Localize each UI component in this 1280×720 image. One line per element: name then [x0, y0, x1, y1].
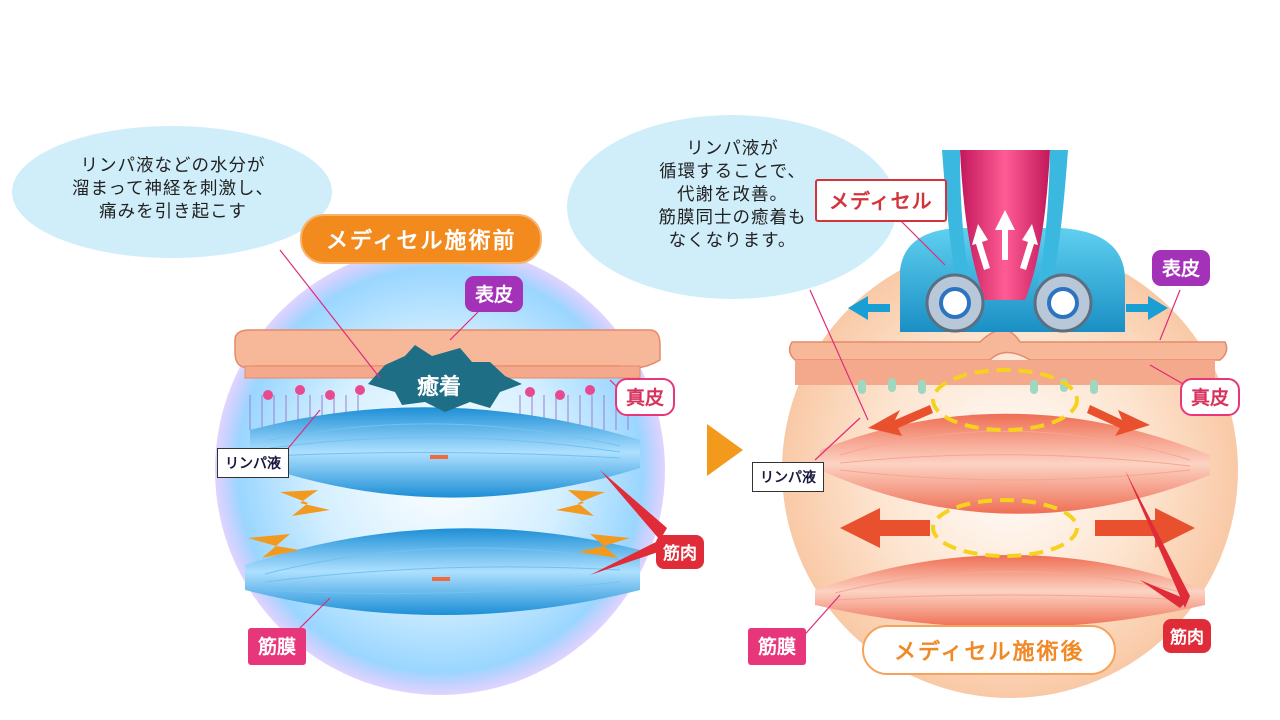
after-upper-muscle [820, 413, 1210, 514]
before-epidermis [234, 329, 661, 369]
after-dermis [795, 360, 1215, 385]
before-adhesion-label: 癒着 [417, 375, 462, 400]
after-bubble-line-3: 代謝を改善。 [677, 185, 788, 205]
before-muscle-pointer [590, 470, 670, 575]
after-lower-muscle [815, 555, 1205, 628]
before-title: メディセル施術前 [300, 214, 543, 264]
before-bubble-line-3: 痛みを引き起こす [99, 202, 247, 222]
after-muscle-pointer [1125, 470, 1190, 608]
before-muscle-label: 筋肉 [656, 535, 704, 569]
after-bubble-text: リンパ液が 循環することで、 代謝を改善。 筋膜同士の癒着も なくなります。 [590, 138, 875, 253]
after-epidermis-label: 表皮 [1152, 250, 1211, 286]
before-bubble-text: リンパ液などの水分が 溜まって神経を刺激し、 痛みを引き起こす [28, 155, 318, 224]
before-lower-muscle-fibers [264, 547, 621, 595]
after-title: メディセル施術後 [862, 625, 1117, 675]
after-bubble-line-1: リンパ液が [686, 139, 779, 159]
after-muscle-label: 筋肉 [1163, 619, 1211, 653]
before-lymph-label: リンパ液 [217, 448, 289, 478]
before-speech-bubble [12, 126, 332, 258]
before-fascia-label: 筋膜 [248, 628, 307, 665]
before-pain-lightning [248, 490, 630, 558]
after-speech-bubble [567, 115, 897, 299]
after-dermis-label: 真皮 [1180, 378, 1241, 416]
before-bubble-line-1: リンパ液などの水分が [80, 156, 266, 176]
after-bubble-line-4: 筋膜同士の癒着も [658, 208, 807, 228]
before-dermis-label: 真皮 [615, 378, 676, 416]
after-bubble-line-2: 循環することで、 [659, 162, 806, 182]
after-device-label: メディセル [815, 179, 947, 222]
after-outward-arrows [840, 405, 1195, 548]
after-lower-muscle-fibers [834, 571, 1186, 601]
medicell-device [848, 150, 1168, 333]
before-adhesion-star [368, 345, 522, 412]
after-lymph-flow [931, 368, 1079, 558]
after-lymph-label: リンパ液 [752, 462, 824, 492]
before-upper-muscle-fibers [269, 423, 621, 459]
before-upper-red-mark [430, 455, 448, 459]
after-fascia-label: 筋膜 [748, 628, 807, 665]
after-diagram [567, 115, 1238, 698]
before-diagram [12, 126, 670, 695]
after-pointer-lines [799, 219, 1186, 641]
before-epidermis-label: 表皮 [465, 276, 524, 312]
transition-arrow [707, 424, 743, 476]
after-bubble-line-5: なくなります。 [668, 231, 797, 251]
before-bubble-line-2: 溜まって神経を刺激し、 [72, 179, 274, 199]
before-lower-red-mark [432, 577, 450, 581]
